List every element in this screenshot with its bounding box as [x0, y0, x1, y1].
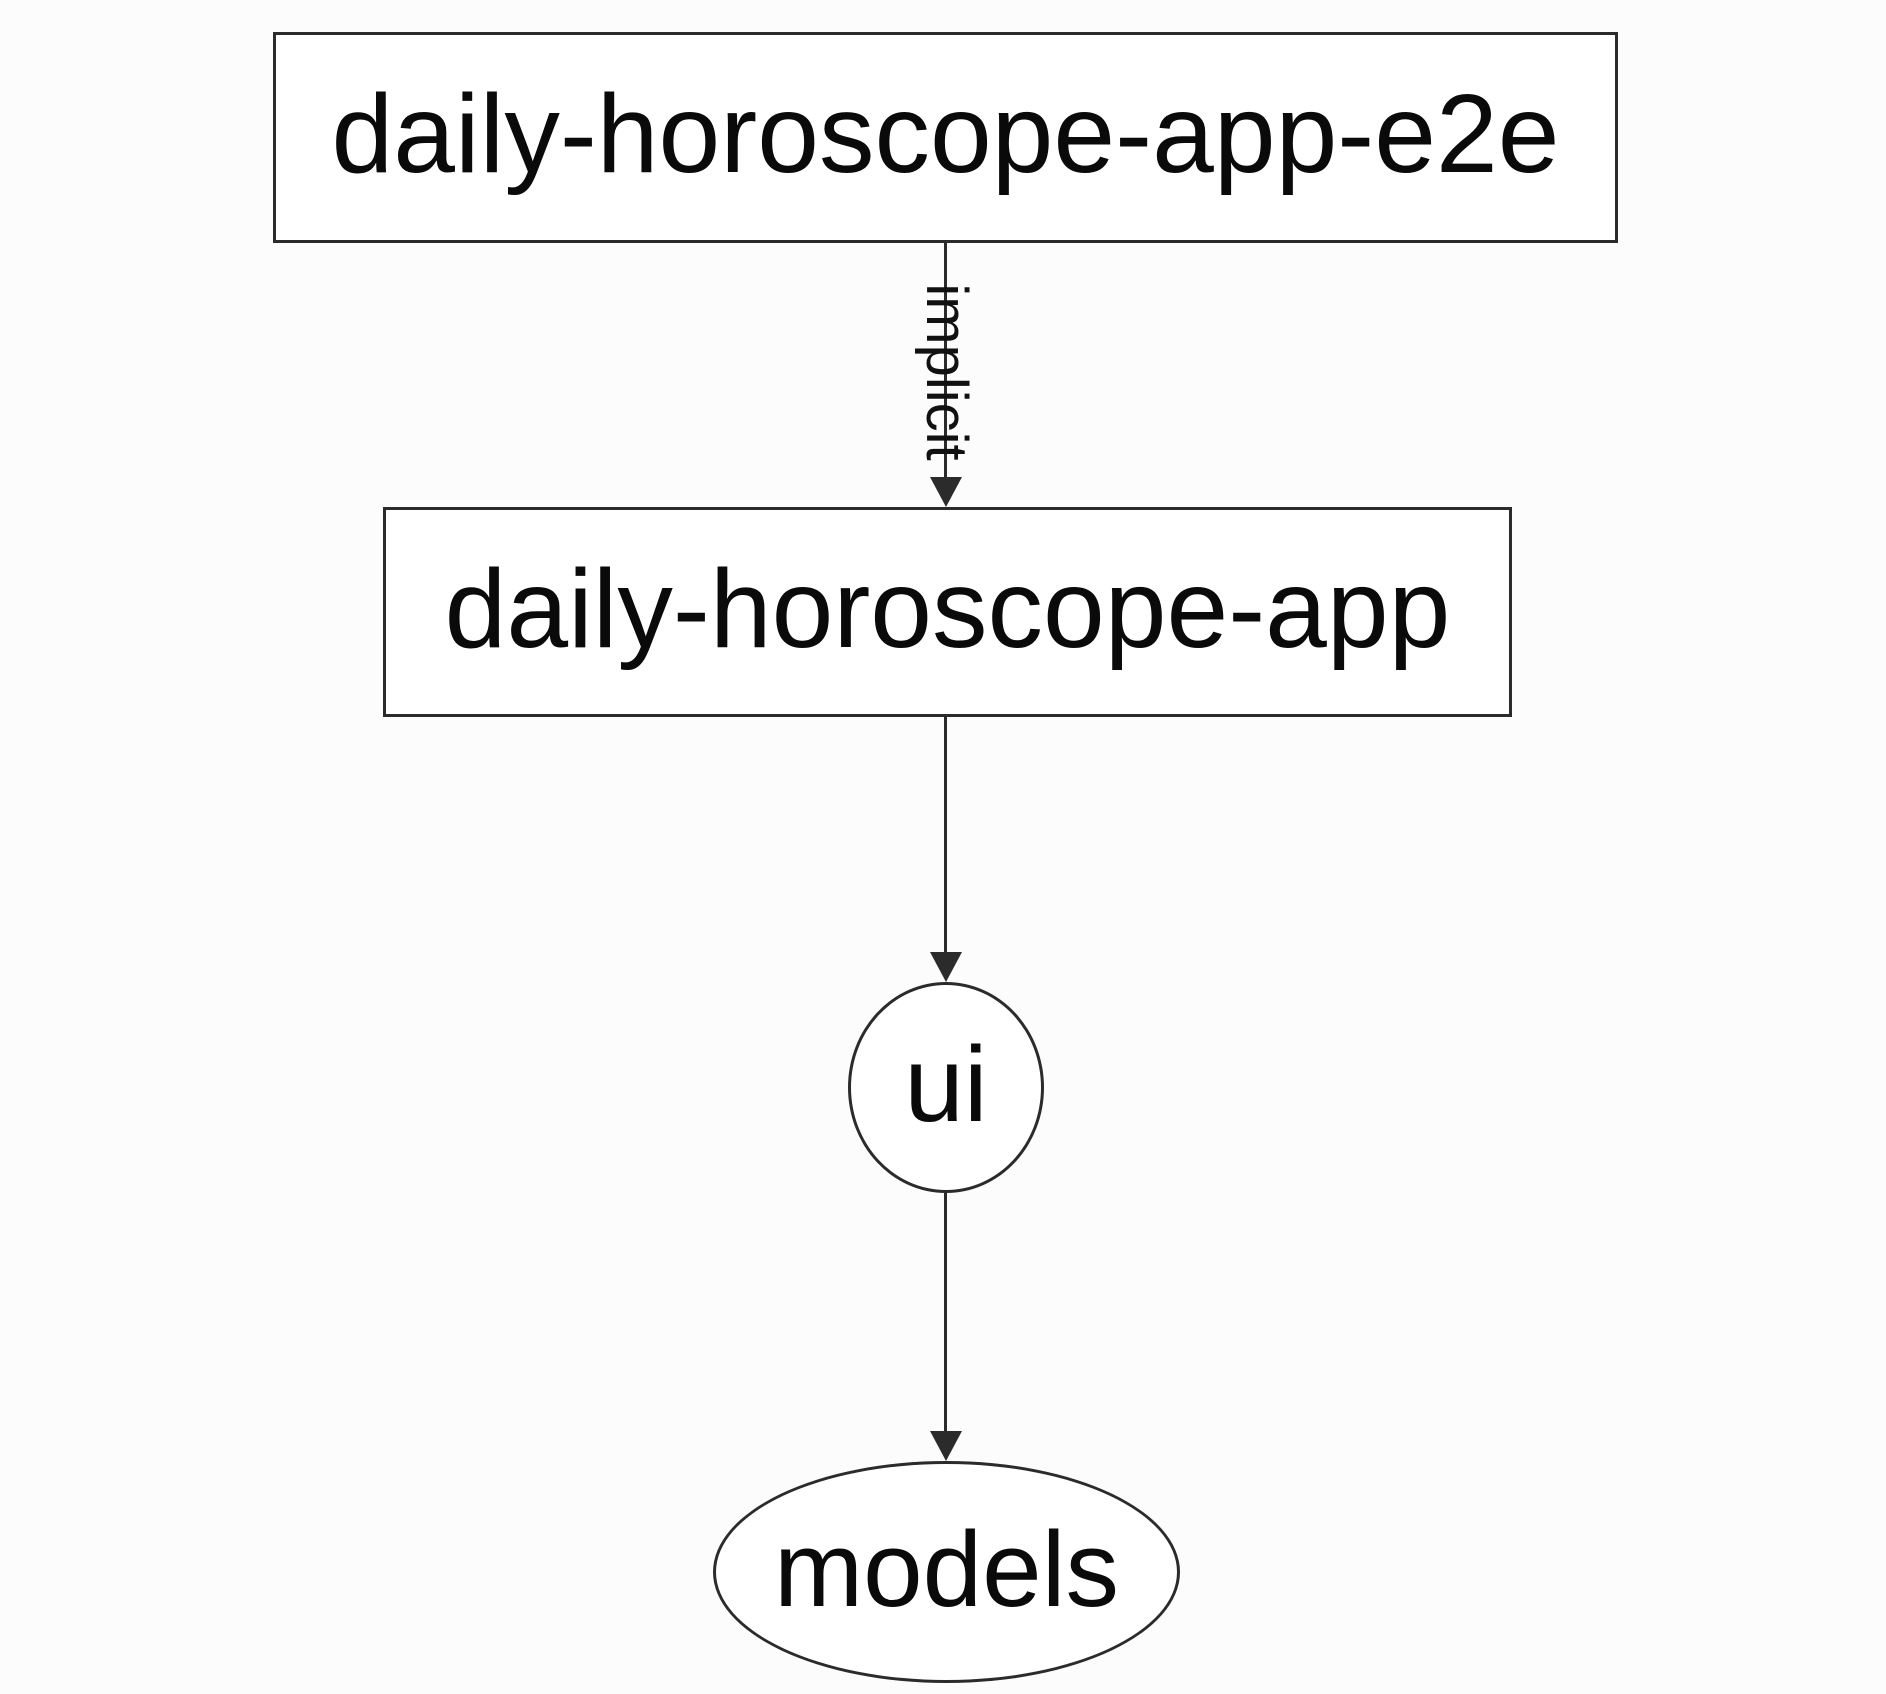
node-label: models — [774, 1508, 1119, 1629]
node-label: ui — [904, 1024, 988, 1144]
arrowhead-down-icon — [930, 477, 962, 507]
graph-node-ui[interactable]: ui — [848, 982, 1044, 1193]
arrowhead-down-icon — [930, 952, 962, 982]
arrowhead-down-icon — [930, 1431, 962, 1461]
graph-node-models[interactable]: models — [713, 1461, 1180, 1683]
graph-node-daily-horoscope-app-e2e[interactable]: daily-horoscope-app-e2e — [273, 32, 1618, 243]
graph-node-daily-horoscope-app[interactable]: daily-horoscope-app — [383, 507, 1512, 717]
node-label: daily-horoscope-app — [444, 546, 1451, 671]
edge-label-implicit: implicit — [914, 283, 979, 461]
edge-line-ui-to-models — [944, 1193, 947, 1433]
node-label: daily-horoscope-app-e2e — [331, 72, 1560, 196]
edge-line-app-to-ui — [944, 717, 947, 954]
edge-line-e2e-to-app — [944, 243, 947, 480]
